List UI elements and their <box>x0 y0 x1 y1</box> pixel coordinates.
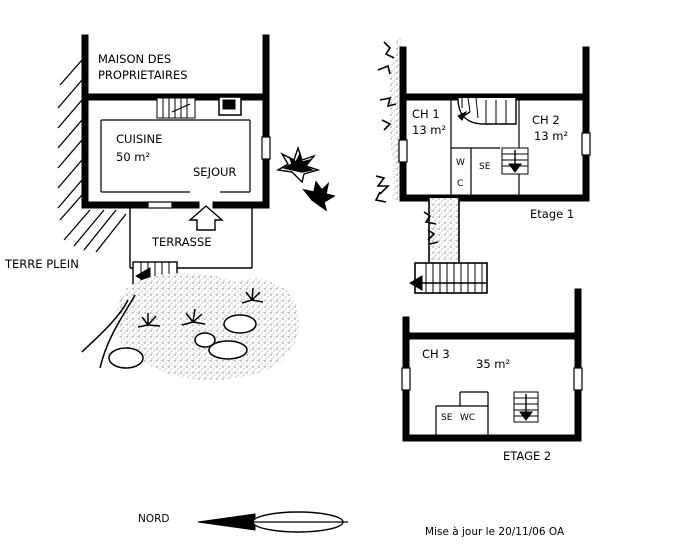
ch3-label: CH 3 <box>422 347 450 361</box>
floor-2 <box>401 288 583 442</box>
wc-w-label: W <box>456 158 465 168</box>
terrace-label: TERRASSE <box>151 235 212 249</box>
wc-c-label: C <box>457 179 463 189</box>
ground-floor <box>57 34 336 380</box>
ground-stair <box>156 97 196 119</box>
se1-label: SE <box>479 162 491 172</box>
floor-1 <box>374 38 591 294</box>
ch2-area: 13 m² <box>534 129 568 143</box>
floor1-stair-2 <box>501 147 529 175</box>
floor1-label: Etage 1 <box>530 207 574 221</box>
north-arrow-icon <box>197 511 348 533</box>
earth-hatching <box>57 59 127 253</box>
palm-plant <box>275 145 336 212</box>
update-note: Mise à jour le 20/11/06 OA <box>425 526 565 538</box>
garden-plants <box>108 287 264 369</box>
ch3-area: 35 m² <box>476 357 510 371</box>
owners-house-label-1: MAISON DES <box>98 52 171 66</box>
ground-label: TERRE PLEIN <box>4 257 79 271</box>
floor1-stair <box>457 97 517 125</box>
kitchen-label: CUISINE <box>116 132 162 146</box>
owners-house-label-2: PROPRIETAIRES <box>98 68 188 82</box>
floor2-label: ETAGE 2 <box>503 449 551 463</box>
wc2-label: WC <box>460 413 475 423</box>
ch2-label: CH 2 <box>532 113 560 127</box>
ch1-area: 13 m² <box>412 123 446 137</box>
living-label: SEJOUR <box>193 165 236 179</box>
north-label: NORD <box>138 513 170 525</box>
floor1-outside-stair <box>409 262 488 294</box>
ch1-label: CH 1 <box>412 107 440 121</box>
floor2-stair <box>513 391 539 423</box>
se2-label: SE <box>441 413 453 423</box>
kitchen-area: 50 m² <box>116 150 150 164</box>
